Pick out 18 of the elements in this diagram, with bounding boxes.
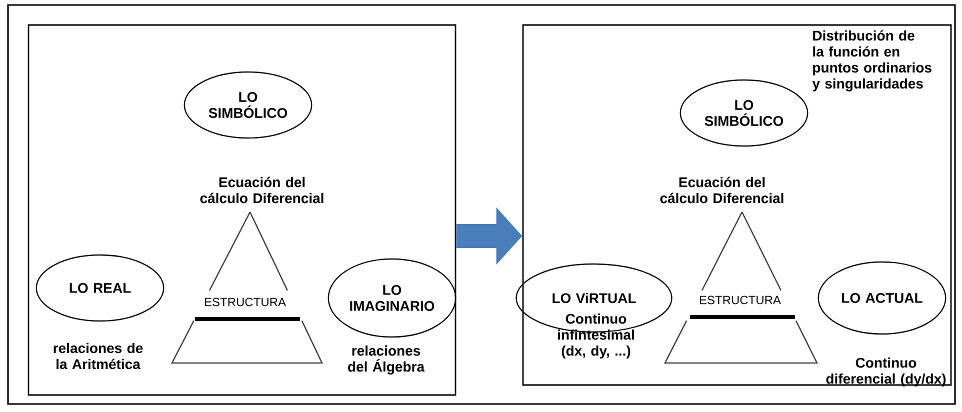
node-label: ESTRUCTURA: [204, 298, 286, 306]
caption-text: Ecuación del cálculo Diferencial: [660, 176, 784, 204]
triangle-drawing: ESTRUCTURA: [664, 211, 818, 364]
ellipse-label: LO REAL: [36, 254, 164, 322]
caption-text: relaciones del Álgebra: [348, 345, 425, 375]
caption-text: Ecuación del cálculo Diferencial: [200, 176, 324, 204]
panel-frame: [522, 24, 952, 386]
ellipse-label: LO SIMBÓLICO: [184, 71, 312, 139]
triangle-drawing: ESTRUCTURA: [170, 211, 324, 364]
ellipse-label: LO ACTUAL: [818, 261, 946, 335]
caption-text: Distribución de la función en puntos ordinarios y singularidades: [812, 30, 932, 92]
caption-text: relaciones de la Aritmética: [54, 342, 143, 370]
caption-text: Continuo diferencial (dy/dx): [826, 357, 946, 386]
ellipse-label: LO IMAGINARIO: [328, 258, 456, 338]
caption-text: Continuo infintesimal (dx, dy, ...): [558, 313, 634, 358]
ellipse-label: LO SIMBÓLICO: [680, 79, 808, 147]
node-label: ESTRUCTURA: [700, 296, 781, 304]
panel-frame: [28, 24, 456, 396]
